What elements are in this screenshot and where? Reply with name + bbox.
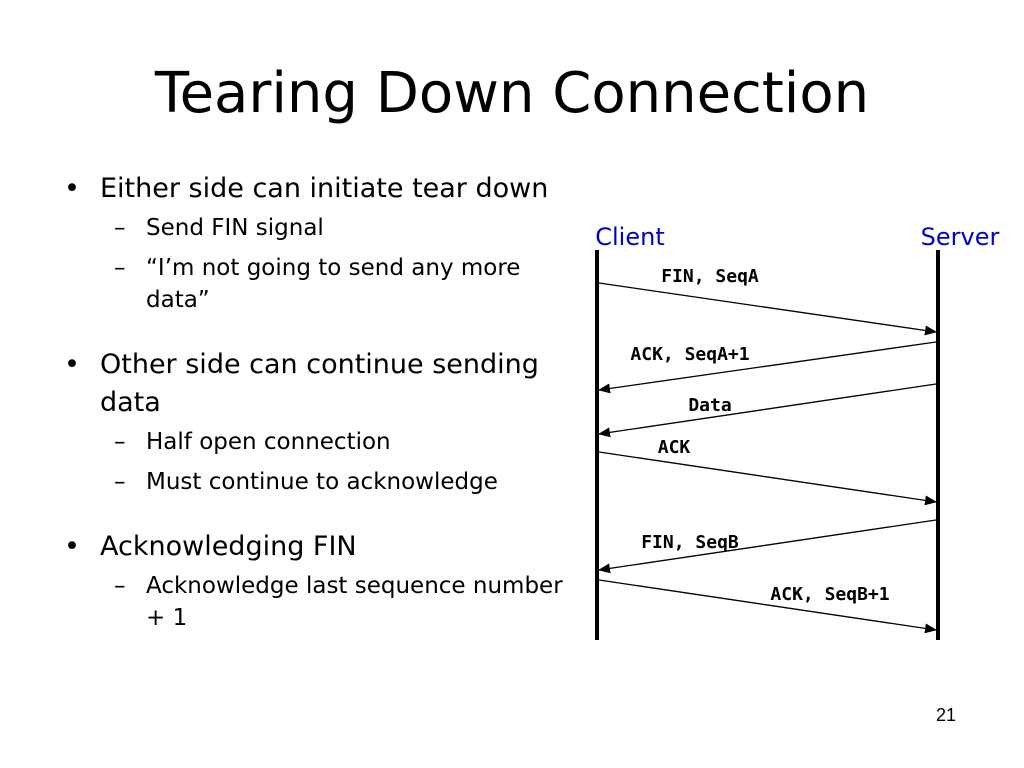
- sub-bullet-list: – Acknowledge last sequence number + 1: [100, 570, 580, 634]
- message-arrow: [598, 341, 937, 394]
- message-label: ACK, SeqA+1: [630, 344, 749, 365]
- bullet-text: Acknowledging FIN: [100, 531, 357, 562]
- client-label: Client: [595, 223, 664, 251]
- bullet-dot-icon: •: [64, 531, 80, 562]
- message-arrow: [598, 579, 937, 634]
- sub-bullet-list: – Half open connection – Must continue t…: [100, 426, 580, 498]
- message-label: FIN, SeqA: [661, 266, 759, 287]
- message-label: Data: [688, 395, 731, 416]
- bullet-list: • Either side can initiate tear down – S…: [60, 170, 580, 642]
- sub-bullet-list: – Send FIN signal – “I’m not going to se…: [100, 212, 580, 316]
- page-number: 21: [936, 705, 957, 725]
- message-arrow: [598, 282, 937, 336]
- bullet-item: • Either side can initiate tear down – S…: [60, 170, 580, 316]
- sub-bullet-text: Send FIN signal: [146, 215, 324, 241]
- dash-icon: –: [114, 215, 126, 241]
- dash-icon: –: [114, 573, 126, 599]
- dash-icon: –: [114, 469, 126, 495]
- bullet-dot-icon: •: [64, 349, 80, 380]
- dash-icon: –: [114, 429, 126, 455]
- bullet-item: • Other side can continue sending data –…: [60, 346, 580, 498]
- bullet-item: • Acknowledging FIN – Acknowledge last s…: [60, 528, 580, 634]
- message-label: ACK: [658, 437, 691, 458]
- sub-bullet-item: – Acknowledge last sequence number + 1: [100, 570, 580, 634]
- sub-bullet-text: Acknowledge last sequence number + 1: [146, 573, 563, 631]
- sub-bullet-item: – “I’m not going to send any more data”: [100, 252, 580, 316]
- message-arrow: [598, 451, 937, 506]
- sub-bullet-text: Half open connection: [146, 429, 391, 455]
- dash-icon: –: [114, 255, 126, 281]
- bullet-text: Other side can continue sending data: [100, 349, 539, 418]
- slide-title: Tearing Down Connection: [154, 61, 870, 126]
- message-label: ACK, SeqB+1: [770, 584, 889, 605]
- sub-bullet-text: “I’m not going to send any more data”: [146, 255, 521, 313]
- message-arrow: [598, 383, 937, 438]
- bullet-text: Either side can initiate tear down: [100, 173, 549, 204]
- sub-bullet-item: – Half open connection: [100, 426, 580, 458]
- sequence-diagram: Client Server FIN, SeqA ACK, SeqA+1DataAC…: [595, 223, 1000, 640]
- sub-bullet-text: Must continue to acknowledge: [146, 469, 498, 495]
- server-label: Server: [921, 223, 1000, 251]
- message-label: FIN, SeqB: [641, 532, 739, 553]
- sub-bullet-item: – Must continue to acknowledge: [100, 466, 580, 498]
- sub-bullet-item: – Send FIN signal: [100, 212, 580, 244]
- bullet-dot-icon: •: [64, 173, 80, 204]
- message-arrow: [598, 519, 937, 574]
